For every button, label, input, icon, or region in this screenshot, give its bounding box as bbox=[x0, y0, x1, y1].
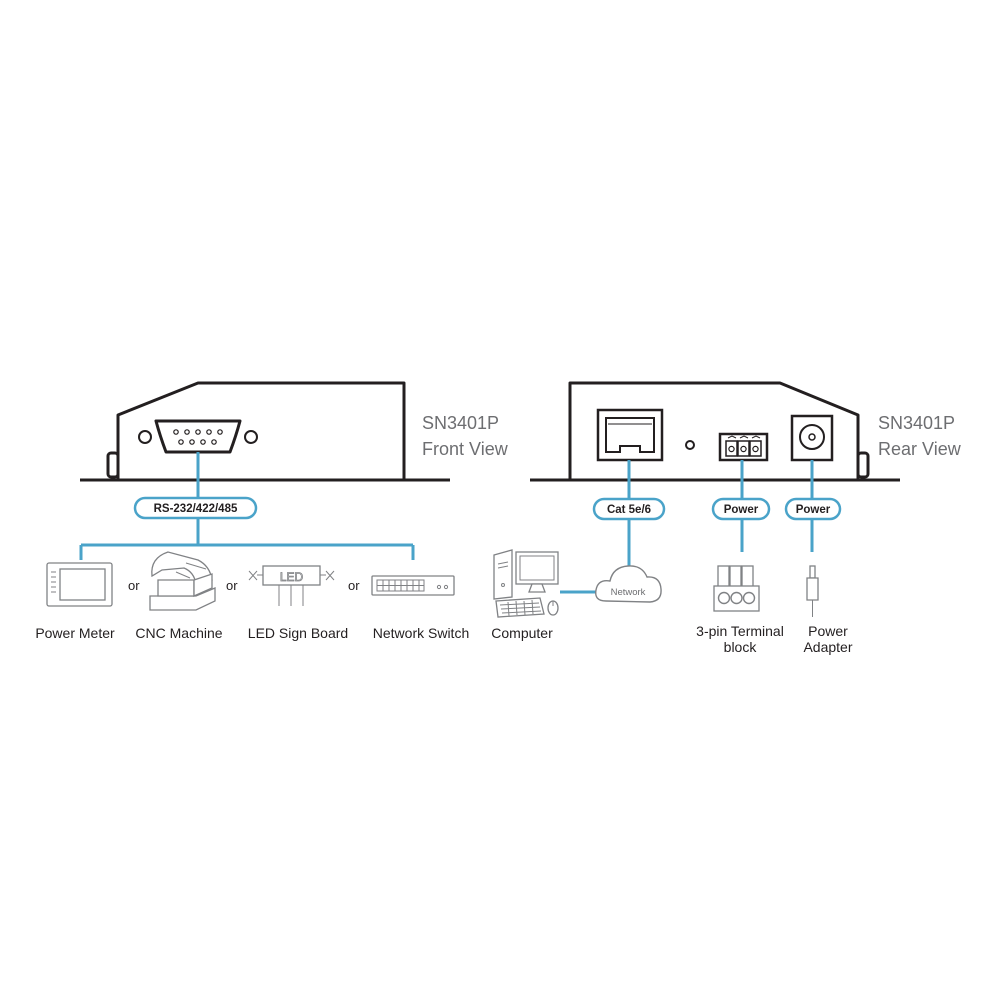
terminal-power-label-pill: Power bbox=[711, 497, 771, 521]
cat5-label-pill: Cat 5e/6 bbox=[592, 497, 666, 521]
cat5-label: Cat 5e/6 bbox=[607, 504, 651, 516]
status-led-icon bbox=[685, 440, 695, 450]
power-meter-label: Power Meter bbox=[35, 625, 115, 641]
dc-power-label-pill: Power bbox=[784, 497, 842, 521]
rear-view-title: Rear View bbox=[878, 439, 962, 459]
rear-unit-foot bbox=[856, 451, 870, 479]
network-switch-label: Network Switch bbox=[373, 625, 469, 641]
or-separator-3: or bbox=[348, 578, 360, 593]
front-unit-body bbox=[116, 381, 406, 480]
rear-unit: SN3401P Rear View bbox=[530, 381, 962, 482]
rear-model-title: SN3401P bbox=[878, 413, 955, 433]
terminal-block-port-icon bbox=[718, 432, 769, 462]
power-adapter-label-line1: Power bbox=[808, 623, 848, 639]
cnc-machine-icon bbox=[149, 551, 216, 611]
power-adapter-plug-icon bbox=[806, 565, 819, 617]
led-sign-board-label: LED Sign Board bbox=[248, 625, 348, 641]
computer-icon bbox=[493, 549, 559, 618]
power-adapter-label-line2: Adapter bbox=[803, 639, 852, 655]
front-view-title: Front View bbox=[422, 439, 509, 459]
led-sign-display-text: LED bbox=[280, 570, 304, 584]
rs232-label: RS-232/422/485 bbox=[154, 503, 238, 515]
cnc-machine-label: CNC Machine bbox=[135, 625, 222, 641]
or-separator-1: or bbox=[128, 578, 140, 593]
terminal-power-label: Power bbox=[724, 504, 759, 516]
rear-wiring bbox=[560, 460, 814, 594]
power-meter-icon bbox=[46, 562, 113, 607]
front-unit: SN3401P Front View bbox=[80, 381, 509, 482]
lan-port-icon bbox=[596, 408, 664, 462]
dc-power-label: Power bbox=[796, 504, 831, 516]
terminal-block-plug-icon bbox=[713, 565, 760, 612]
terminal-block-label-line2: block bbox=[724, 639, 758, 655]
front-wiring bbox=[79, 452, 415, 560]
or-separator-2: or bbox=[226, 578, 238, 593]
led-sign-board-icon: LED bbox=[248, 565, 335, 606]
network-cloud-label: Network bbox=[611, 587, 646, 598]
dc-power-jack-icon bbox=[790, 414, 834, 462]
rs232-label-pill: RS-232/422/485 bbox=[133, 496, 258, 520]
front-unit-foot bbox=[106, 451, 120, 479]
network-cloud-icon: Network bbox=[595, 565, 662, 603]
computer-label: Computer bbox=[491, 625, 553, 641]
terminal-block-label-line1: 3-pin Terminal bbox=[696, 623, 784, 639]
front-model-title: SN3401P bbox=[422, 413, 499, 433]
network-switch-icon bbox=[371, 575, 455, 596]
db9-port-icon bbox=[138, 419, 258, 454]
